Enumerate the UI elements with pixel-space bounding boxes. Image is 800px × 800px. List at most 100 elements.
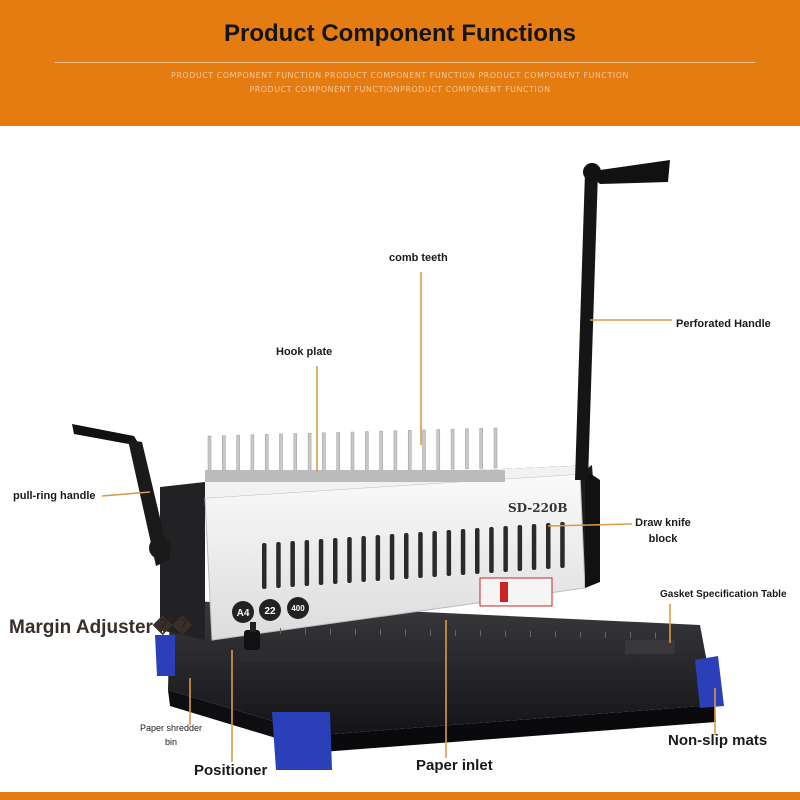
comb-tooth — [407, 430, 412, 471]
ruler-tick — [280, 628, 281, 634]
comb-tooth — [250, 434, 255, 476]
punch-slot — [333, 538, 338, 584]
punch-slot — [460, 529, 466, 575]
ruler-tick — [630, 632, 631, 639]
ruler-tick — [655, 632, 656, 639]
punch-slot — [262, 543, 267, 589]
a4-badge — [232, 601, 254, 623]
callout-paper-shredder-bin-line-2: bin — [164, 737, 177, 747]
warning-label-mark — [500, 582, 508, 602]
punch-slot — [418, 532, 423, 578]
ruler-tick — [305, 628, 306, 635]
callout-draw-knife-block-line-1: Draw knife — [635, 517, 691, 529]
punch-slot — [375, 535, 381, 581]
comb-tooth — [393, 430, 398, 472]
comb-tooth — [479, 428, 483, 469]
ruler-tick — [555, 631, 556, 638]
model-number: SD-220B — [508, 501, 567, 515]
ruler-tick — [480, 630, 481, 637]
punch-slot — [503, 526, 508, 572]
punch-slot — [446, 530, 452, 576]
comb-tooth — [422, 429, 426, 471]
punch-slot — [560, 522, 565, 568]
perforated-handle-graphic — [575, 160, 670, 480]
punch-slot — [531, 524, 537, 570]
punch-slot — [432, 531, 437, 577]
comb-binding-machine-illustration: A4 22 400 SD-220B — [72, 160, 724, 770]
callout-paper-shredder-bin: Paper shredder bin — [134, 723, 208, 747]
callout-gasket-specification-table: Gasket Specification Table — [660, 589, 787, 600]
comb-tooth — [465, 428, 469, 470]
a4-badge-text: A4 — [237, 608, 250, 619]
comb-tooth — [322, 432, 326, 474]
comb-tooth — [236, 434, 240, 476]
ruler-tick — [380, 629, 381, 636]
footer-bar — [0, 792, 800, 800]
warning-label — [479, 577, 553, 607]
ruler-tick — [455, 630, 456, 637]
comb-tooth — [379, 430, 383, 472]
comb-tooth — [222, 435, 226, 476]
non-slip-feet — [155, 635, 724, 770]
comb-tooth — [307, 432, 312, 474]
callout-non-slip-mats: Non-slip mats — [668, 732, 768, 749]
callout-paper-inlet: Paper inlet — [416, 757, 493, 774]
punch-slots — [262, 522, 565, 589]
comb-tooth — [493, 427, 498, 469]
punch-slot — [347, 537, 352, 583]
comb-tooth — [350, 431, 355, 473]
positioner-knob — [244, 622, 260, 650]
comb-teeth-pins — [207, 427, 498, 477]
comb-tooth — [336, 432, 340, 473]
22-badge — [259, 599, 281, 621]
ruler-tick — [355, 628, 356, 635]
punch-slot — [389, 534, 395, 580]
punch-slot — [475, 528, 480, 574]
22-badge-text: 22 — [264, 606, 276, 617]
pull-ring-handle-graphic — [72, 424, 171, 566]
leader-pull-ring-handle — [101, 491, 151, 497]
header-subtitle-line-2: PRODUCT COMPONENT FUNCTIONPRODUCT COMPON… — [249, 85, 551, 94]
punch-slot — [404, 533, 409, 579]
comb-tooth — [293, 433, 298, 474]
callout-leaders — [101, 272, 716, 762]
ruler-tick — [580, 631, 581, 638]
ruler-tick — [405, 629, 406, 636]
ruler-tick — [330, 628, 331, 635]
ruler-tick — [430, 629, 431, 636]
punch-slot — [276, 542, 281, 588]
punch-slot — [361, 536, 366, 582]
ruler-tick — [530, 631, 531, 637]
400-badge-text: 400 — [291, 604, 305, 613]
comb-tooth — [279, 433, 283, 475]
header-subtitle-line-1: PRODUCT COMPONENT FUNCTION PRODUCT COMPO… — [171, 71, 629, 80]
callout-comb-teeth: comb teeth — [389, 252, 448, 264]
400-badge — [287, 597, 309, 619]
leader-draw-knife-block — [547, 523, 633, 527]
punch-slot — [517, 525, 523, 571]
callout-hook-plate: Hook plate — [276, 346, 333, 358]
ruler-tick — [505, 630, 506, 637]
comb-tooth — [450, 428, 455, 470]
comb-tooth — [365, 431, 369, 472]
ruler-tick — [605, 631, 606, 638]
punch-slot — [290, 541, 295, 587]
callout-draw-knife-block: Draw knife block — [630, 517, 696, 545]
punch-slot — [489, 527, 494, 573]
punch-slot — [304, 540, 310, 586]
punch-slot — [318, 539, 324, 585]
callout-draw-knife-block-line-2: block — [648, 533, 678, 545]
callout-margin-adjuster: Margin Adjuster�� — [9, 617, 192, 638]
comb-tooth — [436, 429, 441, 470]
hook-plate-bar — [205, 470, 505, 482]
callout-paper-shredder-bin-line-1: Paper shredder — [139, 723, 203, 733]
margin-ruler — [280, 628, 656, 639]
header-banner — [0, 0, 800, 126]
comb-tooth — [264, 434, 269, 475]
header-divider — [55, 62, 755, 63]
callout-positioner: Positioner — [194, 762, 268, 779]
callout-pull-ring-handle: pull-ring handle — [13, 490, 96, 502]
callout-perforated-handle: Perforated Handle — [676, 318, 771, 330]
punch-slot — [546, 523, 551, 569]
page-title: Product Component Functions — [224, 20, 576, 47]
